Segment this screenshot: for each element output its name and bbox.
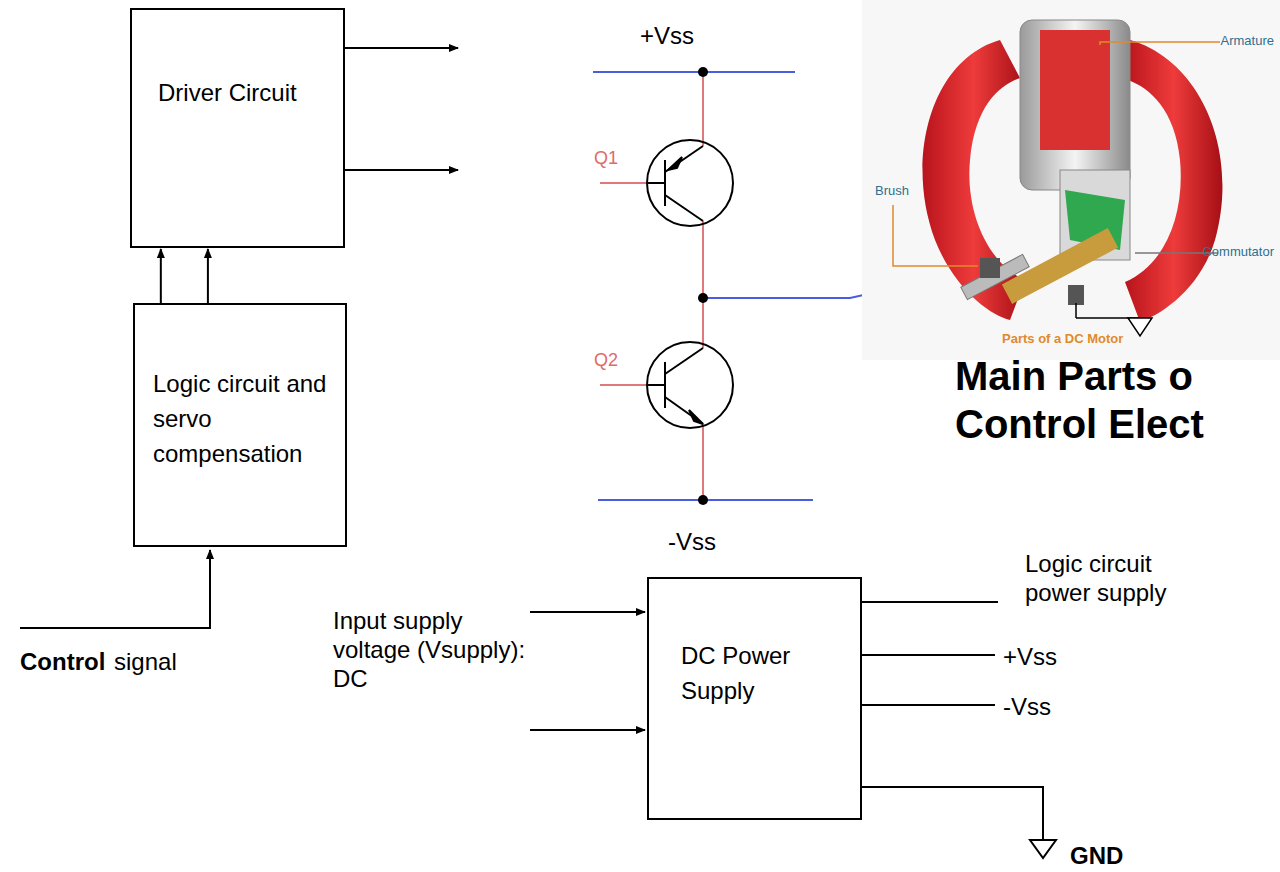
driver-output xyxy=(345,48,458,170)
transistor-wire xyxy=(600,72,703,500)
text-label: +Vss xyxy=(640,22,694,51)
process-box: DC Power Supply xyxy=(647,577,862,820)
heading-title: Main Parts o Control Elect xyxy=(955,352,1273,448)
signal-arrow xyxy=(207,249,209,303)
text-label: -Vss xyxy=(668,528,716,557)
text-label: Input supply voltage (Vsupply): DC xyxy=(333,607,533,693)
process-box: Driver Circuit xyxy=(130,8,345,248)
text-label: Control xyxy=(20,648,105,677)
text-label: Commutator xyxy=(1202,244,1274,260)
text-label: +Vss xyxy=(1003,643,1057,672)
signal-arrow xyxy=(160,249,162,303)
text-label: Brush xyxy=(875,183,909,199)
control-wire xyxy=(20,550,210,628)
text-label: -Vss xyxy=(1003,693,1051,722)
process-box: Logic circuit and servo compensation xyxy=(133,303,347,547)
dc-motor-illustration xyxy=(862,0,1280,360)
text-label: GND xyxy=(1070,842,1123,871)
box-label: Logic circuit and servo compensation xyxy=(153,367,333,471)
text-label: Parts of a DC Motor xyxy=(1002,331,1123,347)
transistor-symbol xyxy=(647,140,733,428)
text-label: Q2 xyxy=(594,350,618,372)
text-label: Logic circuit power supply xyxy=(1025,550,1215,608)
text-label: signal xyxy=(114,648,177,677)
text-label: Armature xyxy=(1221,33,1274,49)
box-label: DC Power Supply xyxy=(681,639,848,709)
leader-line xyxy=(893,42,1220,318)
junction-dot xyxy=(698,67,708,505)
box-label: Driver Circuit xyxy=(158,76,331,111)
text-label: Q1 xyxy=(594,148,618,170)
